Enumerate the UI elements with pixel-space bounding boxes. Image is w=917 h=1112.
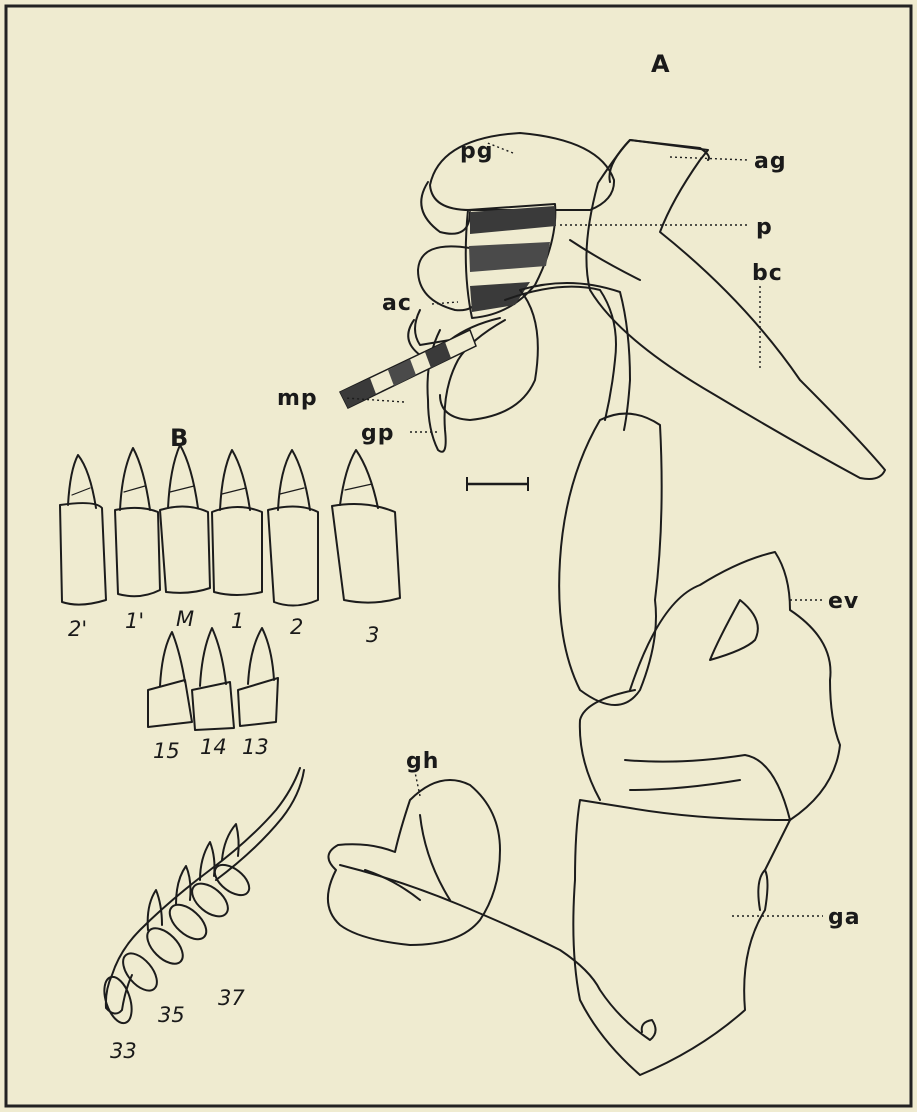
label-bc: bc	[752, 261, 783, 286]
hermaphrodite-duct	[340, 865, 656, 1040]
tooth-13	[238, 628, 278, 726]
label-ag: ag	[754, 149, 787, 174]
label-gp: gp	[361, 421, 395, 446]
tooth-M	[160, 445, 210, 593]
prostate-gland-shape	[430, 133, 614, 210]
label-mp: mp	[277, 386, 318, 411]
duct-lines-3	[570, 240, 640, 280]
tooth-label-37: 37	[218, 986, 245, 1010]
everted-fold-3	[630, 780, 740, 790]
everted-fold	[580, 690, 635, 800]
tooth-1	[212, 450, 262, 595]
panel-label-a: A	[651, 50, 670, 78]
duct-lines-2	[520, 283, 630, 430]
lateral-tooth-strand	[99, 768, 304, 1027]
label-ga: ga	[828, 905, 861, 930]
tooth-label-1: 1	[231, 609, 244, 633]
everted-lobe-upper	[630, 552, 840, 820]
tooth-label-3: 3	[366, 623, 379, 647]
hermaphrodite-gland-shape	[328, 780, 500, 945]
scale-bar	[467, 477, 528, 491]
oviduct-shape	[559, 414, 662, 705]
tooth-label-1prime: 1'	[125, 609, 144, 633]
penis-band-2	[469, 242, 550, 272]
tooth-14	[192, 628, 234, 730]
tooth-label-35: 35	[158, 1003, 185, 1027]
tooth-3	[332, 450, 400, 603]
tooth-label-14: 14	[200, 735, 227, 759]
structure-labels: A pg ag p bc ac mp gp ev gh ga	[277, 50, 861, 930]
tooth-2	[268, 450, 318, 606]
tooth-label-2prime: 2'	[68, 617, 87, 641]
tooth-label-33: 33	[110, 1039, 137, 1063]
tooth-label-13: 13	[242, 735, 269, 759]
radula-teeth: B	[60, 424, 400, 1063]
penis-band-3	[470, 282, 530, 312]
tooth-1prime	[115, 448, 160, 596]
tooth-label-M: M	[176, 607, 194, 631]
label-gh: gh	[406, 749, 439, 774]
reproductive-system-drawing	[328, 133, 885, 1075]
label-ac: ac	[382, 291, 412, 316]
hermaphrodite-branch	[420, 815, 450, 900]
tooth-2prime	[60, 455, 106, 605]
bursa-copulatrix-shape	[586, 140, 885, 479]
label-pg: pg	[460, 139, 494, 164]
label-ev: ev	[828, 589, 859, 614]
gonad-shape	[573, 800, 790, 1075]
tooth-15	[148, 632, 192, 727]
tooth-label-2: 2	[290, 615, 303, 639]
penis-sac-shape	[421, 182, 470, 234]
albumen-gland-shape	[609, 140, 709, 182]
gonad-notch	[758, 870, 765, 910]
label-p: p	[756, 215, 773, 240]
tooth-label-15: 15	[153, 739, 180, 763]
everted-inner	[710, 600, 758, 660]
